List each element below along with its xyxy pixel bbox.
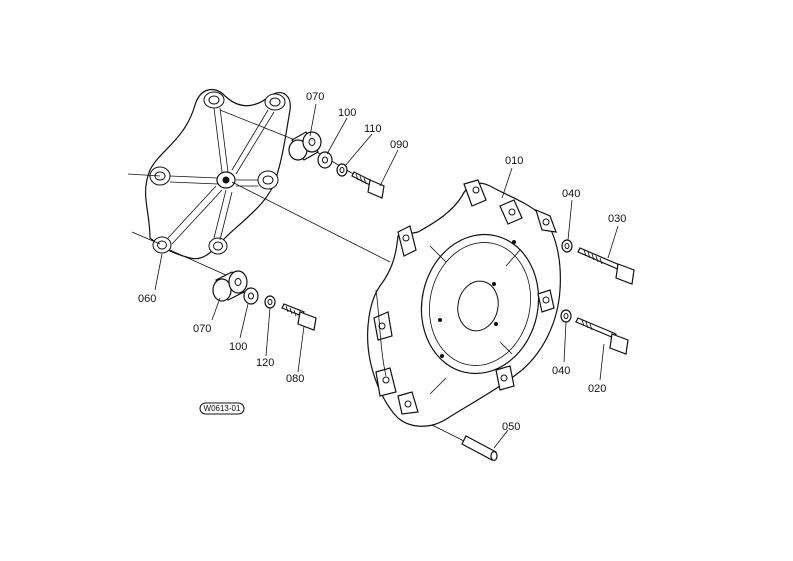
- upper-lockwasher-110: [336, 163, 348, 177]
- upper-bushing-070: [288, 131, 322, 161]
- callout-070-lower: 070: [193, 323, 211, 335]
- washer-040-lower: [560, 309, 572, 323]
- lower-washer-100: [243, 287, 259, 305]
- flywheel-housing-010: [367, 179, 561, 427]
- lower-bolt-080: [281, 303, 317, 331]
- coupling-spider-060: [144, 88, 291, 260]
- bolt-030: [577, 247, 635, 285]
- upper-bolt-090: [351, 171, 385, 199]
- callout-090: 090: [390, 139, 408, 151]
- drawing-id-stamp: W0613-01: [199, 402, 245, 415]
- lower-lockwasher-120: [264, 295, 276, 309]
- callout-030: 030: [608, 213, 626, 225]
- upper-washer-100: [317, 151, 333, 169]
- callout-100-lower: 100: [229, 341, 247, 353]
- dowel-pin-050: [461, 435, 498, 462]
- callout-010: 010: [505, 155, 523, 167]
- callout-100-upper: 100: [338, 107, 356, 119]
- callout-110: 110: [364, 123, 382, 135]
- callout-060: 060: [138, 293, 156, 305]
- washer-040-upper: [561, 239, 573, 253]
- callout-040-lower: 040: [552, 365, 570, 377]
- callout-120: 120: [256, 357, 274, 369]
- callout-070-upper: 070: [306, 91, 324, 103]
- callout-080: 080: [286, 373, 304, 385]
- drawing-id-text: W0613-01: [204, 404, 241, 413]
- callout-labels: 070 100 110 090 010 040 030 060 070 100 …: [138, 91, 626, 433]
- callout-050: 050: [502, 421, 520, 433]
- leader-lines: [154, 103, 619, 449]
- bolt-020: [575, 317, 629, 355]
- lower-bushing-070: [212, 270, 248, 302]
- callout-040-upper: 040: [562, 188, 580, 200]
- callout-020: 020: [588, 383, 606, 395]
